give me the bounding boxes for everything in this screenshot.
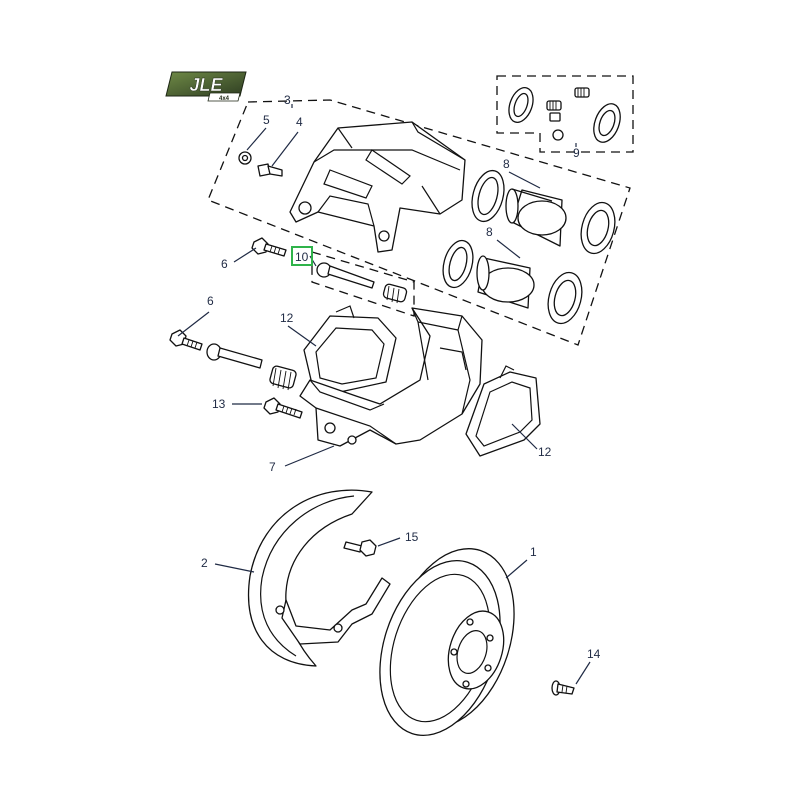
bleed-screw [257, 163, 283, 177]
caliper-body [289, 121, 466, 253]
brake-dust-shield [248, 489, 391, 667]
callout-8-lower: 8 [486, 225, 493, 239]
disc-retaining-screw [551, 680, 575, 696]
callout-12-left: 12 [280, 311, 294, 325]
callout-6-upper: 6 [221, 257, 228, 271]
bleed-screw-cap [238, 151, 252, 165]
guide-pin-kit-group-outline [311, 251, 415, 317]
callout-6-lower: 6 [207, 294, 214, 308]
seal-kit-group-outline [496, 75, 634, 153]
seal-kit-parts [508, 87, 621, 143]
caliper-assembly-group-outline [207, 99, 631, 346]
callout-14: 14 [587, 647, 601, 661]
piston-seals-and-pistons [442, 169, 616, 325]
callout-9: 9 [573, 146, 580, 160]
brake-pad-outer [465, 365, 541, 457]
callout-8-upper: 8 [503, 157, 510, 171]
callout-7: 7 [269, 460, 276, 474]
bolt-lower [169, 329, 203, 351]
logo-text: JLE [189, 75, 223, 95]
callout-4: 4 [296, 115, 303, 129]
jle-logo: JLE 4x4 [165, 71, 247, 102]
guide-pin-kit [316, 262, 408, 304]
caliper-carrier [299, 307, 483, 447]
callout-labels: 1 2 3 4 5 6 6 7 8 8 9 10 12 12 13 14 15 [201, 93, 601, 661]
brake-disc [379, 548, 515, 736]
callout-10-highlight-box [291, 246, 313, 266]
shield-bolt [343, 539, 377, 557]
callout-10: 10 [295, 250, 309, 264]
brake-pad-inner [303, 305, 397, 393]
carrier-guide-pin [206, 343, 297, 391]
bolt-upper [251, 237, 287, 257]
callout-15: 15 [405, 530, 419, 544]
callout-12-right: 12 [538, 445, 552, 459]
callout-2: 2 [201, 556, 208, 570]
leader-lines [177, 104, 591, 685]
callout-3: 3 [284, 93, 291, 107]
carrier-bolt [263, 397, 303, 419]
callout-1: 1 [530, 545, 537, 559]
logo-subtext: 4x4 [219, 96, 230, 102]
callout-5: 5 [263, 113, 270, 127]
callout-13: 13 [212, 397, 226, 411]
